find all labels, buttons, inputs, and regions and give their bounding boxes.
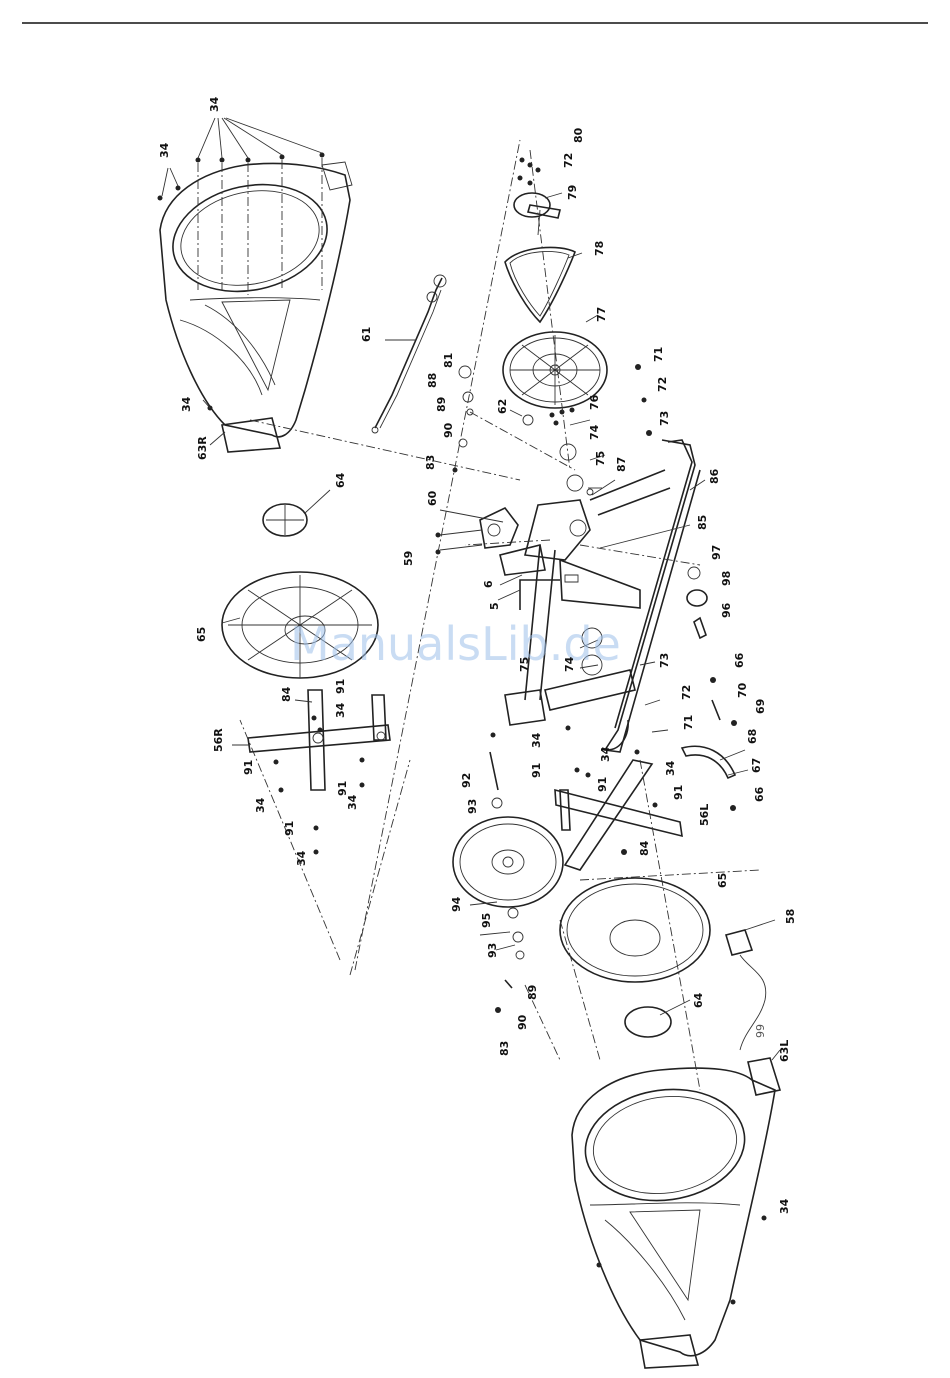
label-91-f: 91 <box>596 777 609 792</box>
label-88: 88 <box>426 373 439 388</box>
label-89-lower: 89 <box>526 985 539 1000</box>
label-85: 85 <box>696 515 709 530</box>
label-86: 86 <box>708 468 721 484</box>
label-5: 5 <box>488 602 501 610</box>
assembly-line-e <box>580 870 760 880</box>
label-66-upper: 66 <box>733 652 746 668</box>
label-80: 80 <box>572 127 585 143</box>
label-34-left: 34 <box>158 142 171 158</box>
label-96: 96 <box>720 602 733 618</box>
label-74-upper: 74 <box>588 424 601 440</box>
label-91-g: 91 <box>672 785 685 800</box>
label-34-k: 34 <box>778 1198 791 1214</box>
label-79: 79 <box>566 185 579 200</box>
label-76: 76 <box>588 394 601 410</box>
label-69: 69 <box>754 699 767 714</box>
label-81: 81 <box>442 353 455 368</box>
label-34-g: 34 <box>295 850 308 866</box>
label-99: 99 <box>754 1024 767 1038</box>
label-34-e: 34 <box>254 797 267 813</box>
pulley-hardware <box>453 150 653 495</box>
assembly-line-c <box>240 720 340 960</box>
drive-belt-78 <box>505 247 575 322</box>
label-6: 6 <box>482 580 495 588</box>
label-71-lower: 71 <box>682 715 695 730</box>
label-67: 67 <box>750 758 763 773</box>
label-62: 62 <box>496 399 509 414</box>
label-75-lower: 75 <box>518 657 531 672</box>
label-34-i: 34 <box>599 746 612 762</box>
label-71-upper: 71 <box>652 347 665 362</box>
label-83-lower: 83 <box>498 1041 511 1056</box>
label-94: 94 <box>450 896 463 912</box>
assembly-line-f <box>560 920 600 1060</box>
label-64-upper: 64 <box>334 472 347 488</box>
label-91-d: 91 <box>283 821 296 836</box>
label-34-h: 34 <box>530 732 543 748</box>
label-63r: 63R <box>196 436 209 460</box>
assembly-line-a <box>355 140 520 970</box>
label-56l: 56L <box>698 804 711 826</box>
label-92: 92 <box>460 773 473 788</box>
label-34-top: 34 <box>208 96 221 112</box>
label-77: 77 <box>595 307 608 322</box>
label-91-a: 91 <box>334 679 347 694</box>
label-78: 78 <box>593 241 606 256</box>
left-cover-63l <box>572 1058 780 1368</box>
label-72-a: 72 <box>562 153 575 168</box>
label-34-j: 34 <box>664 760 677 776</box>
label-63l: 63L <box>778 1040 791 1062</box>
stand-56r <box>248 690 390 855</box>
label-72-c: 72 <box>680 685 693 700</box>
label-70: 70 <box>736 682 749 698</box>
label-84-upper: 84 <box>280 686 293 702</box>
label-95: 95 <box>480 913 493 928</box>
label-91-b: 91 <box>242 760 255 775</box>
label-34-f: 34 <box>346 794 359 810</box>
label-66-lower: 66 <box>753 786 766 802</box>
label-65-upper: 65 <box>195 627 208 642</box>
flywheel-cover-65-lower <box>560 878 710 982</box>
label-74-lower: 74 <box>563 656 576 672</box>
label-61: 61 <box>360 327 373 342</box>
assembly-line-h <box>640 760 700 1090</box>
label-64-lower: 64 <box>692 992 705 1008</box>
bearing-ring-64-lower <box>625 1007 671 1037</box>
label-58: 58 <box>784 909 797 924</box>
sensor-bracket-60 <box>436 508 519 555</box>
label-87: 87 <box>615 457 628 472</box>
label-56r: 56R <box>212 728 225 752</box>
label-97: 97 <box>710 545 723 560</box>
crank-79 <box>514 193 560 235</box>
label-34-d: 34 <box>334 702 347 718</box>
label-68: 68 <box>746 729 759 744</box>
label-34-cover: 34 <box>180 396 193 412</box>
label-84-lower: 84 <box>638 840 651 856</box>
assembly-line-b <box>350 760 410 975</box>
stand-56l <box>555 726 682 871</box>
label-93-upper: 93 <box>466 799 479 814</box>
label-65-lower: 65 <box>716 873 729 888</box>
label-59: 59 <box>402 551 415 566</box>
label-73-lower: 73 <box>658 653 671 668</box>
label-60: 60 <box>426 490 439 506</box>
label-83-upper: 83 <box>424 455 437 470</box>
label-98: 98 <box>720 571 733 586</box>
label-90-upper: 90 <box>442 422 455 438</box>
label-75-upper: 75 <box>594 451 607 466</box>
label-90-lower: 90 <box>516 1014 529 1030</box>
label-72-b: 72 <box>656 377 669 392</box>
label-73-upper: 73 <box>658 411 671 426</box>
label-93-lower: 93 <box>486 943 499 958</box>
label-91-e: 91 <box>530 763 543 778</box>
label-91-c: 91 <box>336 781 349 796</box>
bearing-ring-64-upper <box>263 504 307 536</box>
label-89-upper: 89 <box>435 397 448 412</box>
assembly-line-d <box>250 420 520 480</box>
